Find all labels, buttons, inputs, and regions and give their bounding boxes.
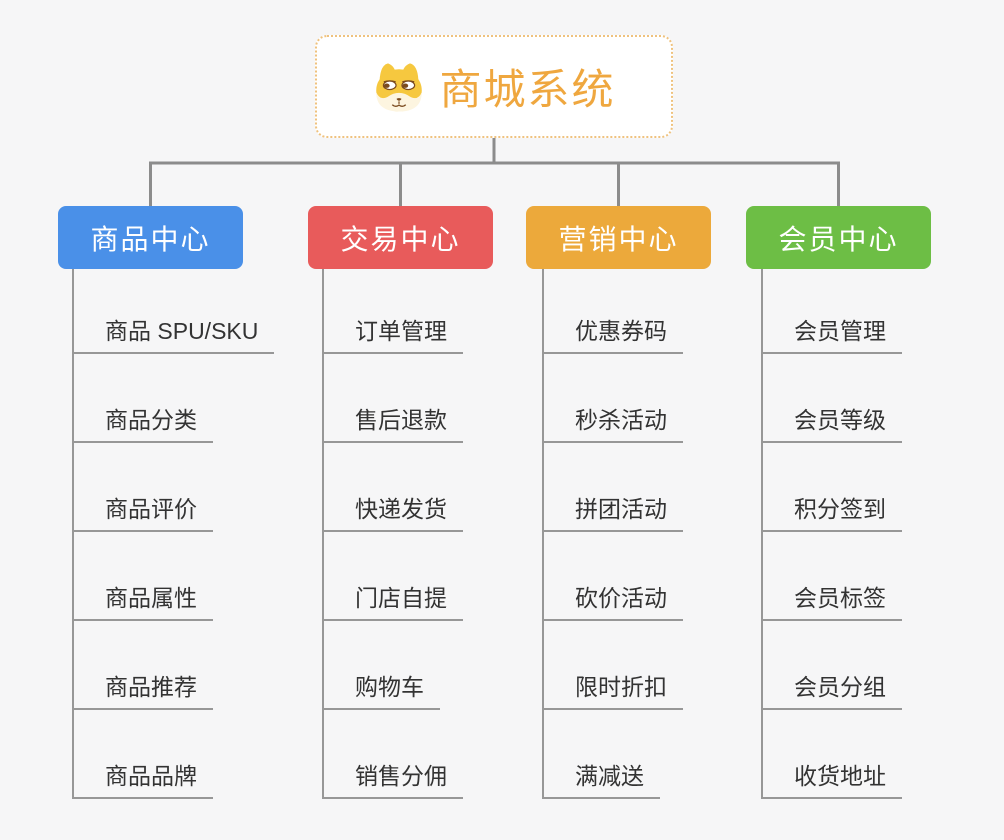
branch-node-member-center[interactable]: 会员中心	[746, 206, 931, 269]
leaf-node[interactable]: 商品属性	[72, 585, 213, 621]
leaf-node[interactable]: 商品分类	[72, 407, 213, 443]
leaf-node[interactable]: 订单管理	[322, 318, 463, 354]
leaf-node[interactable]: 商品评价	[72, 496, 213, 532]
leaf-node[interactable]: 限时折扣	[542, 674, 683, 710]
leaf-node[interactable]: 满减送	[542, 763, 660, 799]
child-spine-line	[761, 269, 763, 799]
leaf-node[interactable]: 销售分佣	[322, 763, 463, 799]
branch-label: 会员中心	[778, 223, 899, 255]
child-spine-line	[322, 269, 324, 799]
leaf-node[interactable]: 拼团活动	[542, 496, 683, 532]
dog-face-icon	[376, 62, 423, 111]
leaf-node[interactable]: 门店自提	[322, 585, 463, 621]
leaf-node[interactable]: 商品 SPU/SKU	[72, 318, 275, 354]
leaf-node[interactable]: 商品品牌	[72, 763, 213, 799]
leaf-node[interactable]: 商品推荐	[72, 674, 213, 710]
leaf-node[interactable]: 收货地址	[761, 763, 902, 799]
branch-label: 营销中心	[558, 223, 679, 255]
leaf-node[interactable]: 售后退款	[322, 407, 463, 443]
branch-node-marketing-center[interactable]: 营销中心	[526, 206, 711, 269]
branch-node-product-center[interactable]: 商品中心	[58, 206, 243, 269]
branch-label: 交易中心	[340, 223, 461, 255]
leaf-node[interactable]: 购物车	[322, 674, 440, 710]
branch-node-trade-center[interactable]: 交易中心	[308, 206, 493, 269]
leaf-node[interactable]: 会员管理	[761, 318, 902, 354]
child-spine-line	[72, 269, 74, 799]
leaf-node[interactable]: 会员标签	[761, 585, 902, 621]
child-spine-line	[542, 269, 544, 799]
branch-label: 商品中心	[90, 223, 211, 255]
leaf-node[interactable]: 优惠券码	[542, 318, 683, 354]
leaf-node[interactable]: 砍价活动	[542, 585, 683, 621]
leaf-node[interactable]: 会员等级	[761, 407, 902, 443]
leaf-node[interactable]: 会员分组	[761, 674, 902, 710]
leaf-node[interactable]: 秒杀活动	[542, 407, 683, 443]
leaf-node[interactable]: 积分签到	[761, 496, 902, 532]
root-node[interactable]: 商城系统	[315, 35, 673, 138]
leaf-node[interactable]: 快递发货	[322, 496, 463, 532]
root-title: 商城系统	[439, 66, 616, 113]
